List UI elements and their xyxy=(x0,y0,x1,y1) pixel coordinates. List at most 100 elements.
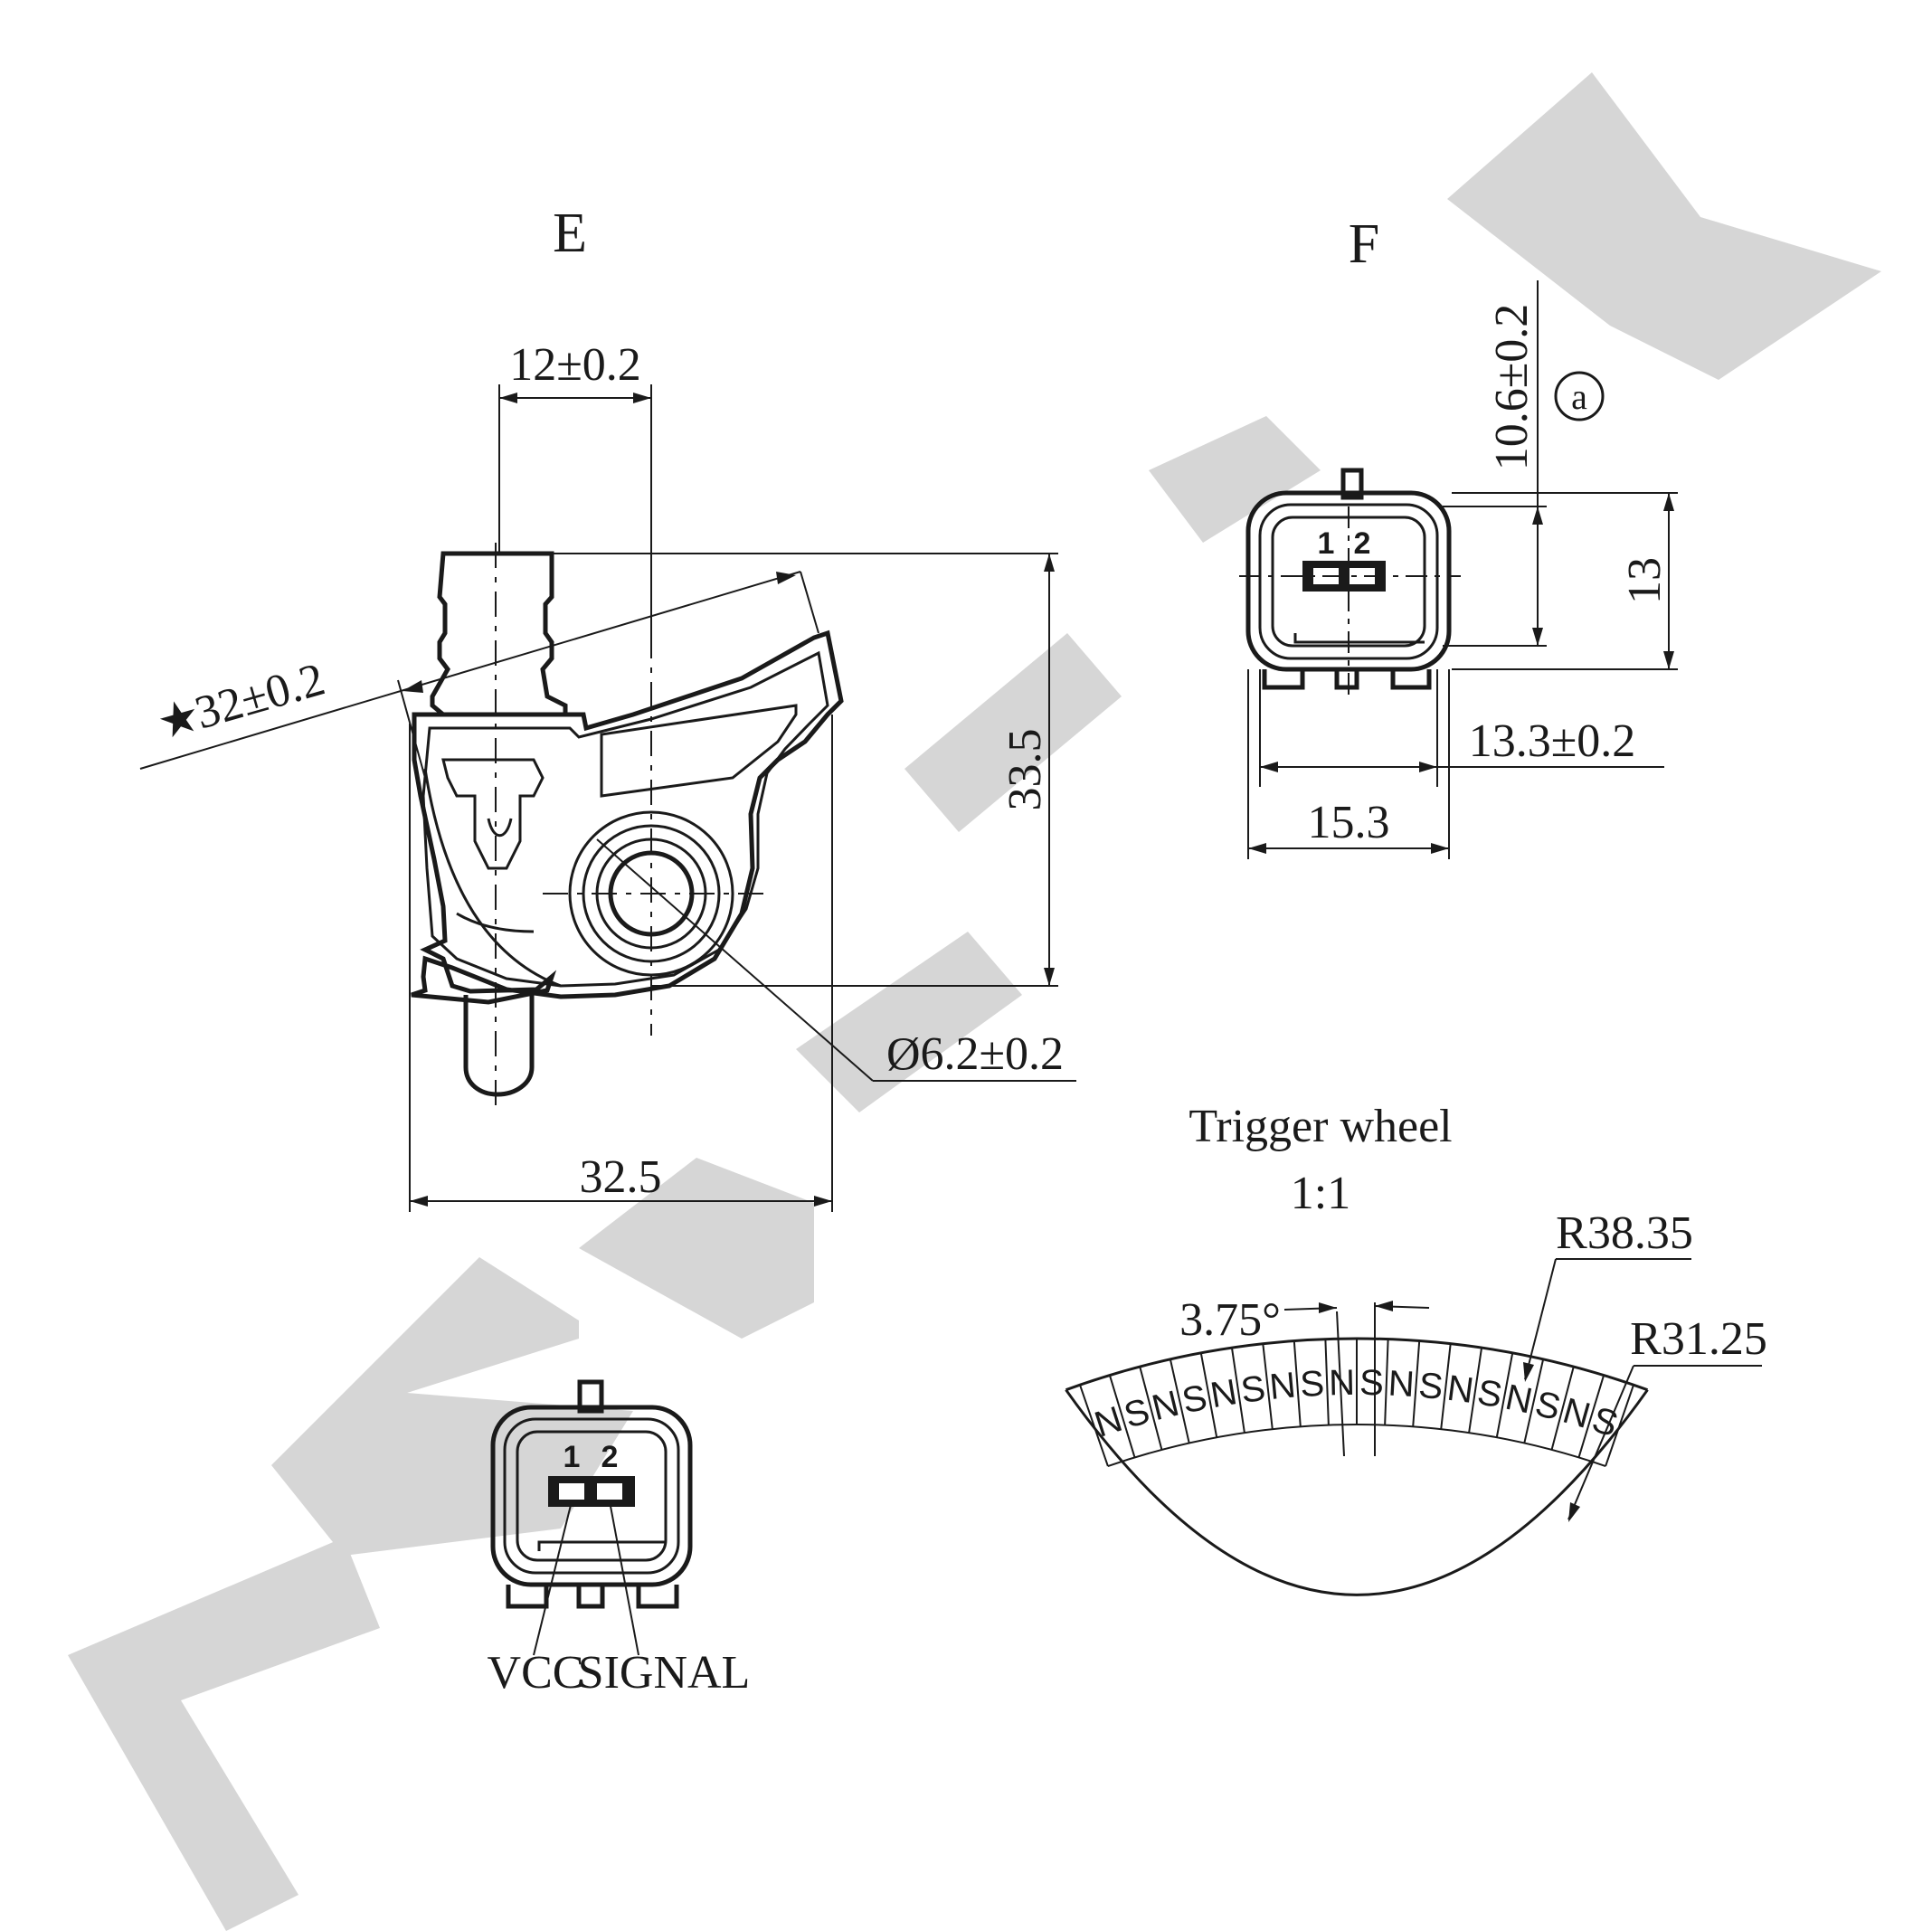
dim-inner-width: 13.3±0.2 xyxy=(1469,715,1636,767)
connector-shell-mid xyxy=(1258,503,1439,660)
trigger-wheel-scale: 1:1 xyxy=(1291,1168,1350,1219)
pole-divider xyxy=(1495,1352,1514,1438)
arrowhead xyxy=(1532,506,1543,525)
leader-bore xyxy=(596,838,874,1082)
pole-divider xyxy=(1230,1348,1245,1434)
leader-vcc xyxy=(533,1500,573,1656)
key-tab xyxy=(1340,468,1364,500)
view-f-dimensions: 10.6±0.2 a 13 13.3±0.2 15.3 xyxy=(1247,280,1678,859)
pole-label: N xyxy=(1444,1368,1475,1411)
foot-center xyxy=(1334,669,1359,690)
view-f-label: F xyxy=(1349,213,1379,275)
view-e-label: E xyxy=(553,203,587,264)
pole-label: S xyxy=(1417,1366,1445,1407)
pin-2-label: 2 xyxy=(601,1440,619,1474)
connector-pinout: 1 2 VCC SIGNAL xyxy=(488,1379,750,1699)
sensor-housing-outline xyxy=(411,629,844,1005)
watermark-stroke xyxy=(1447,72,1881,380)
inner-radius: R31.25 xyxy=(1630,1313,1767,1365)
connector-view-f: 1 2 xyxy=(1239,468,1461,696)
housing-curve xyxy=(456,912,535,933)
pin-2-label: 2 xyxy=(1354,526,1371,561)
pole-divider xyxy=(1550,1366,1575,1451)
circled-mark: a xyxy=(1571,376,1587,417)
dim-height: 33.5 xyxy=(999,729,1051,811)
dim-bottom-width: 32.5 xyxy=(580,1151,662,1203)
arrowhead xyxy=(776,572,796,584)
pin-1-slot xyxy=(559,1483,584,1500)
trigger-wheel-dimensions: 3.75° R38.35 R31.25 xyxy=(1179,1207,1767,1522)
arrowhead xyxy=(1663,493,1674,511)
pole-divider xyxy=(1293,1340,1302,1427)
foot-center xyxy=(576,1585,605,1609)
arrowhead xyxy=(1319,1302,1337,1313)
arrowhead xyxy=(1419,762,1437,772)
watermark xyxy=(68,72,1881,1931)
pole-divider xyxy=(1384,1339,1389,1425)
pole-divider xyxy=(1440,1343,1452,1430)
sensor-housing-inner-outline xyxy=(421,650,829,988)
pole-divider xyxy=(1523,1358,1545,1444)
inner-ledge xyxy=(537,1540,666,1551)
pole-label: S xyxy=(1299,1364,1325,1405)
pole-divider xyxy=(1169,1358,1190,1444)
pole-label: S xyxy=(1587,1399,1623,1444)
pole-divider xyxy=(1468,1348,1483,1434)
foot-left xyxy=(506,1585,549,1609)
housing-rib xyxy=(423,768,562,988)
pole-label: S xyxy=(1359,1363,1384,1403)
pole-divider xyxy=(1139,1366,1163,1451)
foot-right xyxy=(636,1585,679,1609)
outer-radius: R38.35 xyxy=(1556,1207,1693,1259)
leader-outer-radius xyxy=(1524,1258,1557,1380)
arrowhead xyxy=(499,393,517,403)
latch-outline xyxy=(441,758,545,870)
pole-label: S xyxy=(1474,1372,1505,1415)
dim-bore: Ø6.2±0.2 xyxy=(886,1028,1064,1080)
connector-shell-mid xyxy=(503,1417,680,1575)
pole-divider xyxy=(1108,1375,1136,1458)
housing-window xyxy=(600,704,798,798)
connector-shell-outer xyxy=(490,1405,693,1587)
arrowhead xyxy=(1044,968,1055,986)
foot-left xyxy=(1262,669,1305,690)
arrowhead xyxy=(1568,1502,1580,1522)
pole-divider xyxy=(1079,1384,1109,1467)
arrowhead xyxy=(1431,843,1449,854)
dim-vertical-a: 10.6±0.2 xyxy=(1486,304,1538,471)
arrowhead xyxy=(402,680,423,693)
latch-tip xyxy=(487,818,513,838)
leader-signal xyxy=(609,1500,639,1656)
sensor-probe xyxy=(463,995,535,1097)
pin-1-label: 1 xyxy=(1318,526,1335,561)
connector-shell-inner xyxy=(516,1430,668,1562)
wheel-inner-arc xyxy=(1107,1424,1606,1467)
pole-label: N xyxy=(1208,1372,1240,1415)
watermark-stroke xyxy=(796,932,1022,1112)
pole-divider xyxy=(1324,1339,1330,1425)
pole-label: S xyxy=(1238,1368,1267,1411)
arrowhead xyxy=(1044,554,1055,572)
sensor-body-view-e xyxy=(411,543,844,1112)
key-tab xyxy=(577,1379,604,1414)
arrowhead xyxy=(1532,628,1543,646)
dim-outer-width: 15.3 xyxy=(1308,797,1390,848)
connector-plug-outline xyxy=(430,551,568,717)
pin-2-slot xyxy=(597,1483,622,1500)
pin-1-name: VCC xyxy=(488,1647,584,1699)
pole-label: N xyxy=(1387,1364,1416,1406)
pitch-angle: 3.75° xyxy=(1179,1294,1281,1346)
pole-divider xyxy=(1605,1384,1634,1467)
dim-angled: 32±0.2 xyxy=(190,654,331,740)
pin-1-label: 1 xyxy=(564,1440,581,1474)
ext-line xyxy=(397,679,426,779)
pole-divider xyxy=(1577,1375,1605,1458)
watermark-stroke xyxy=(579,1158,814,1339)
arrowhead xyxy=(814,1196,832,1207)
circled-mark-icon xyxy=(1554,371,1605,421)
arrowhead xyxy=(1663,651,1674,669)
ext-line xyxy=(800,571,819,634)
